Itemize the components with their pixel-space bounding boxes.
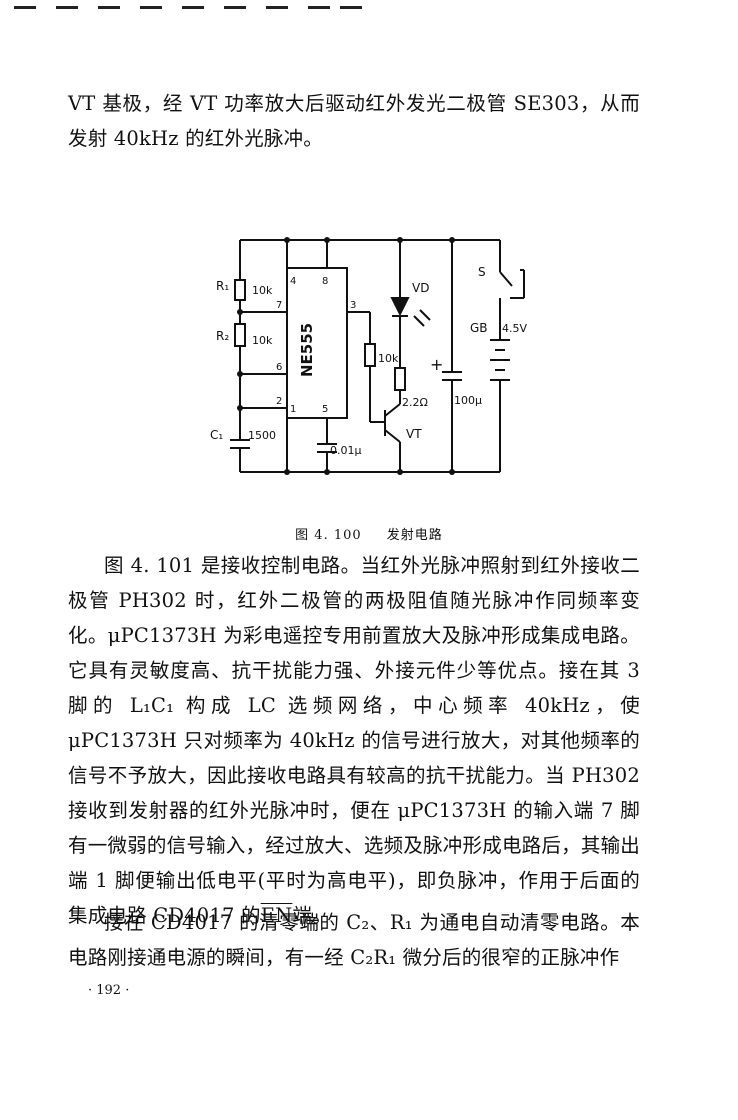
label-pin2: 2: [276, 396, 282, 407]
label-pin5: 5: [322, 404, 328, 415]
rc-resistor: [394, 367, 406, 391]
page-number: · 192 ·: [88, 983, 130, 998]
label-ic: NE555: [298, 323, 316, 377]
label-pin6: 6: [276, 362, 282, 373]
label-pin4: 4: [290, 276, 296, 287]
label-pin1: 1: [290, 404, 296, 415]
label-c5-val: 0.01μ: [330, 444, 362, 457]
label-pin8: 8: [322, 276, 328, 287]
rb-resistor: [364, 343, 376, 367]
label-battery-val: 4.5V: [502, 322, 527, 335]
junction-dots: [237, 237, 455, 475]
paragraph-reset: 接在 CD4017 的清零端的 C₂、R₁ 为通电自动清零电路。本电路刚接通电源…: [68, 911, 640, 969]
ne555-ic: [286, 267, 348, 419]
figure-caption: 图 4. 100 发射电路: [0, 524, 738, 543]
label-r2: R₂: [216, 329, 229, 343]
label-r1-val: 10k: [252, 284, 273, 297]
r1-resistor: [234, 279, 246, 301]
label-vt: VT: [406, 427, 422, 441]
paragraph-intro: VT 基极，经 VT 功率放大后驱动红外发光二极管 SE303，从而发射 40k…: [68, 92, 640, 150]
paragraph-receiver-end: 端。: [292, 904, 332, 927]
caption-title: 发射电路: [386, 528, 443, 543]
label-c1-val: 1500: [248, 429, 276, 442]
label-rc-val: 2.2Ω: [402, 396, 428, 409]
label-rb-val: 10k: [378, 352, 399, 365]
label-cap-val: 100μ: [454, 394, 482, 407]
label-vd: VD: [412, 281, 429, 295]
paragraph-receiver-text: 图 4. 101 是接收控制电路。当红外光脉冲照射到红外接收二极管 PH302 …: [68, 554, 640, 927]
r2-resistor: [234, 323, 246, 347]
label-pin7: 7: [276, 300, 282, 311]
label-r1: R₁: [216, 279, 229, 293]
label-c1: C₁: [210, 428, 223, 442]
caption-number: 图 4. 100: [295, 528, 362, 543]
label-r2-val: 10k: [252, 334, 273, 347]
label-battery: GB: [470, 321, 488, 335]
led-diode: [390, 297, 410, 317]
en-overline: EN: [260, 904, 293, 927]
paragraph-receiver: 图 4. 101 是接收控制电路。当红外光脉冲照射到红外接收二极管 PH302 …: [68, 548, 640, 933]
transmitter-circuit-diagram: R₁ 10k R₂ 10k C₁ 1500 4 8 7 3 6 2 1 5 NE…: [210, 237, 527, 475]
label-plus: +: [430, 355, 443, 374]
label-pin3: 3: [350, 300, 356, 311]
label-switch: S: [478, 265, 486, 279]
